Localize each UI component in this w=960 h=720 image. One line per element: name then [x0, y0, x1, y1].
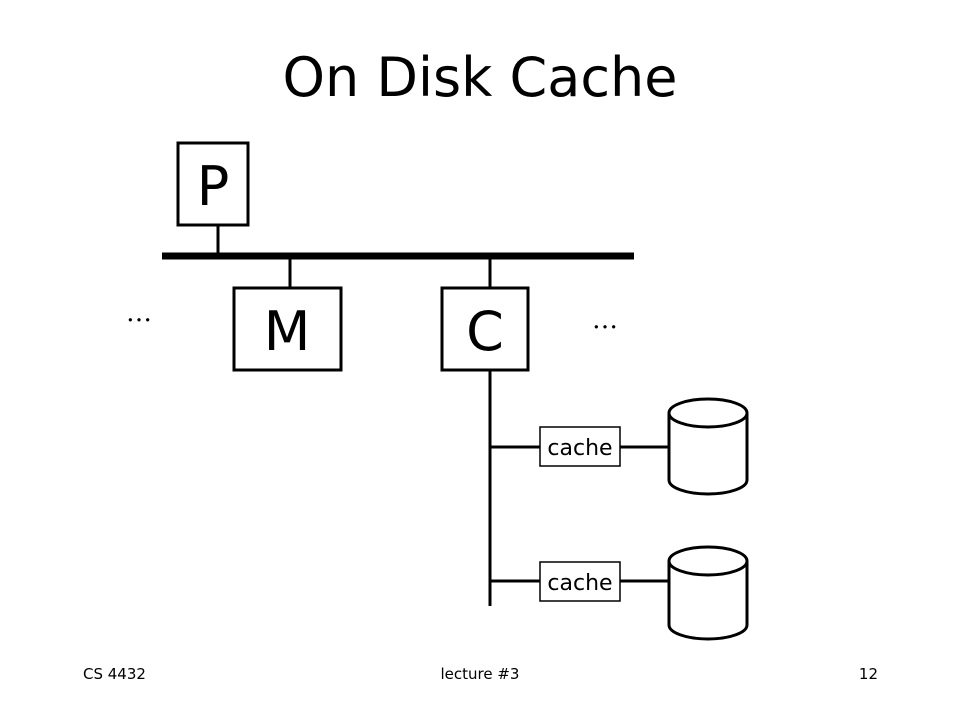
memory-node: M	[232, 286, 343, 372]
right-ellipsis: …	[592, 305, 618, 335]
processor-label: P	[197, 155, 230, 218]
cache-label-1: cache	[547, 436, 612, 461]
slide-title: On Disk Cache	[282, 46, 678, 109]
controller-node: C	[440, 286, 530, 372]
disk-icon-2	[667, 545, 749, 641]
disk-cache-2: cache	[539, 561, 621, 602]
disk-cache-1: cache	[539, 426, 621, 467]
processor-node: P	[176, 141, 250, 227]
memory-label: M	[264, 300, 311, 363]
footer-lecture: lecture #3	[440, 665, 520, 683]
footer-course: CS 4432	[83, 665, 146, 683]
controller-label: C	[466, 300, 504, 363]
disk-icon-1	[667, 397, 749, 496]
left-ellipsis: …	[126, 298, 152, 328]
cache-label-2: cache	[547, 571, 612, 596]
footer-page-number: 12	[858, 665, 878, 683]
